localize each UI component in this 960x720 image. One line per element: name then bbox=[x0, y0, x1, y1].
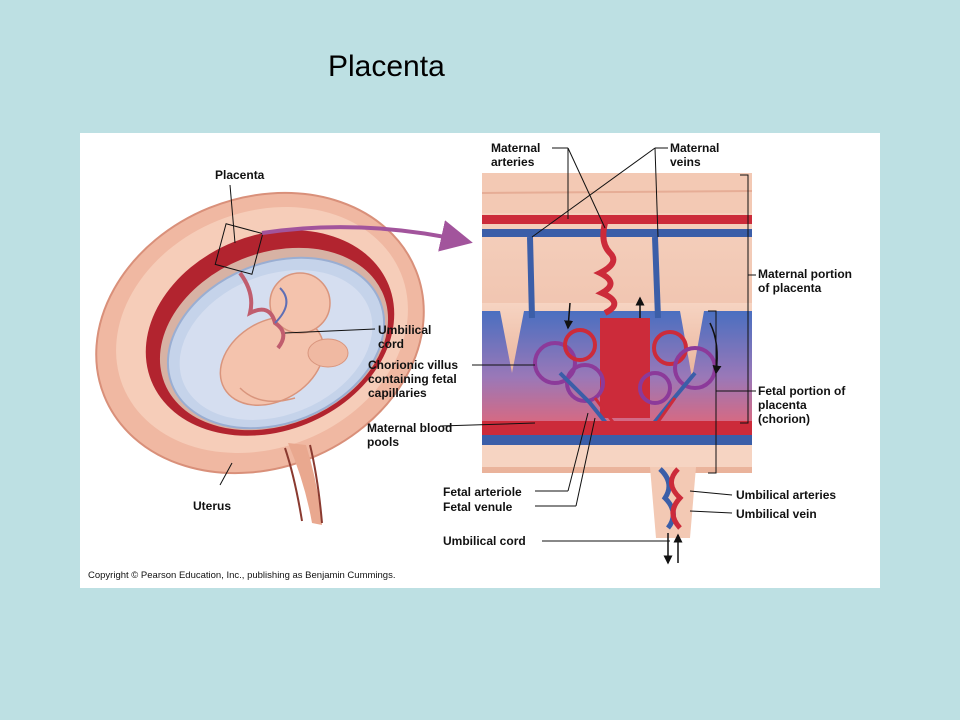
uterus-illustration bbox=[95, 191, 425, 525]
umbilical-cord-stem bbox=[650, 467, 696, 538]
copyright-notice: Copyright © Pearson Education, Inc., pub… bbox=[88, 570, 396, 581]
zoom-arrow bbox=[261, 220, 473, 252]
label-fetal-venule: Fetal venule bbox=[443, 500, 513, 514]
label-uterus: Uterus bbox=[193, 499, 232, 513]
spiral-artery bbox=[593, 222, 618, 316]
label-umbilical-cord-bottom: Umbilical cord bbox=[443, 534, 526, 548]
fetus bbox=[219, 272, 349, 406]
umbilical-cord-left bbox=[238, 271, 286, 350]
maternal-artery-vessel bbox=[482, 215, 752, 224]
maternal-vein-vessel bbox=[482, 229, 752, 237]
label-fetal-portion: Fetal portion of placenta (chorion) bbox=[758, 384, 846, 426]
label-umbilical-cord-left: Umbilical cord bbox=[378, 323, 432, 351]
slide-title: Placenta bbox=[328, 50, 445, 83]
label-placenta: Placenta bbox=[215, 168, 265, 182]
label-chorionic-villus: Chorionic villus containing fetal capill… bbox=[368, 358, 459, 400]
label-maternal-arteries: Maternal arteries bbox=[491, 141, 541, 169]
label-umbilical-arteries: Umbilical arteries bbox=[736, 488, 837, 502]
chorionic-plate bbox=[482, 421, 752, 435]
placenta-diagram bbox=[95, 147, 756, 565]
label-umbilical-vein: Umbilical vein bbox=[736, 507, 817, 521]
label-maternal-veins: Maternal veins bbox=[670, 141, 720, 169]
placenta-figure: Placenta Umbilical cord Uterus Maternal … bbox=[80, 133, 880, 588]
leader-lines bbox=[219, 147, 756, 542]
placenta-cross-section bbox=[481, 173, 753, 565]
placenta-zoom-box bbox=[214, 223, 264, 275]
label-maternal-blood-pools: Maternal blood pools bbox=[367, 421, 453, 449]
label-fetal-arteriole: Fetal arteriole bbox=[443, 485, 522, 499]
label-maternal-portion: Maternal portion of placenta bbox=[758, 267, 853, 295]
